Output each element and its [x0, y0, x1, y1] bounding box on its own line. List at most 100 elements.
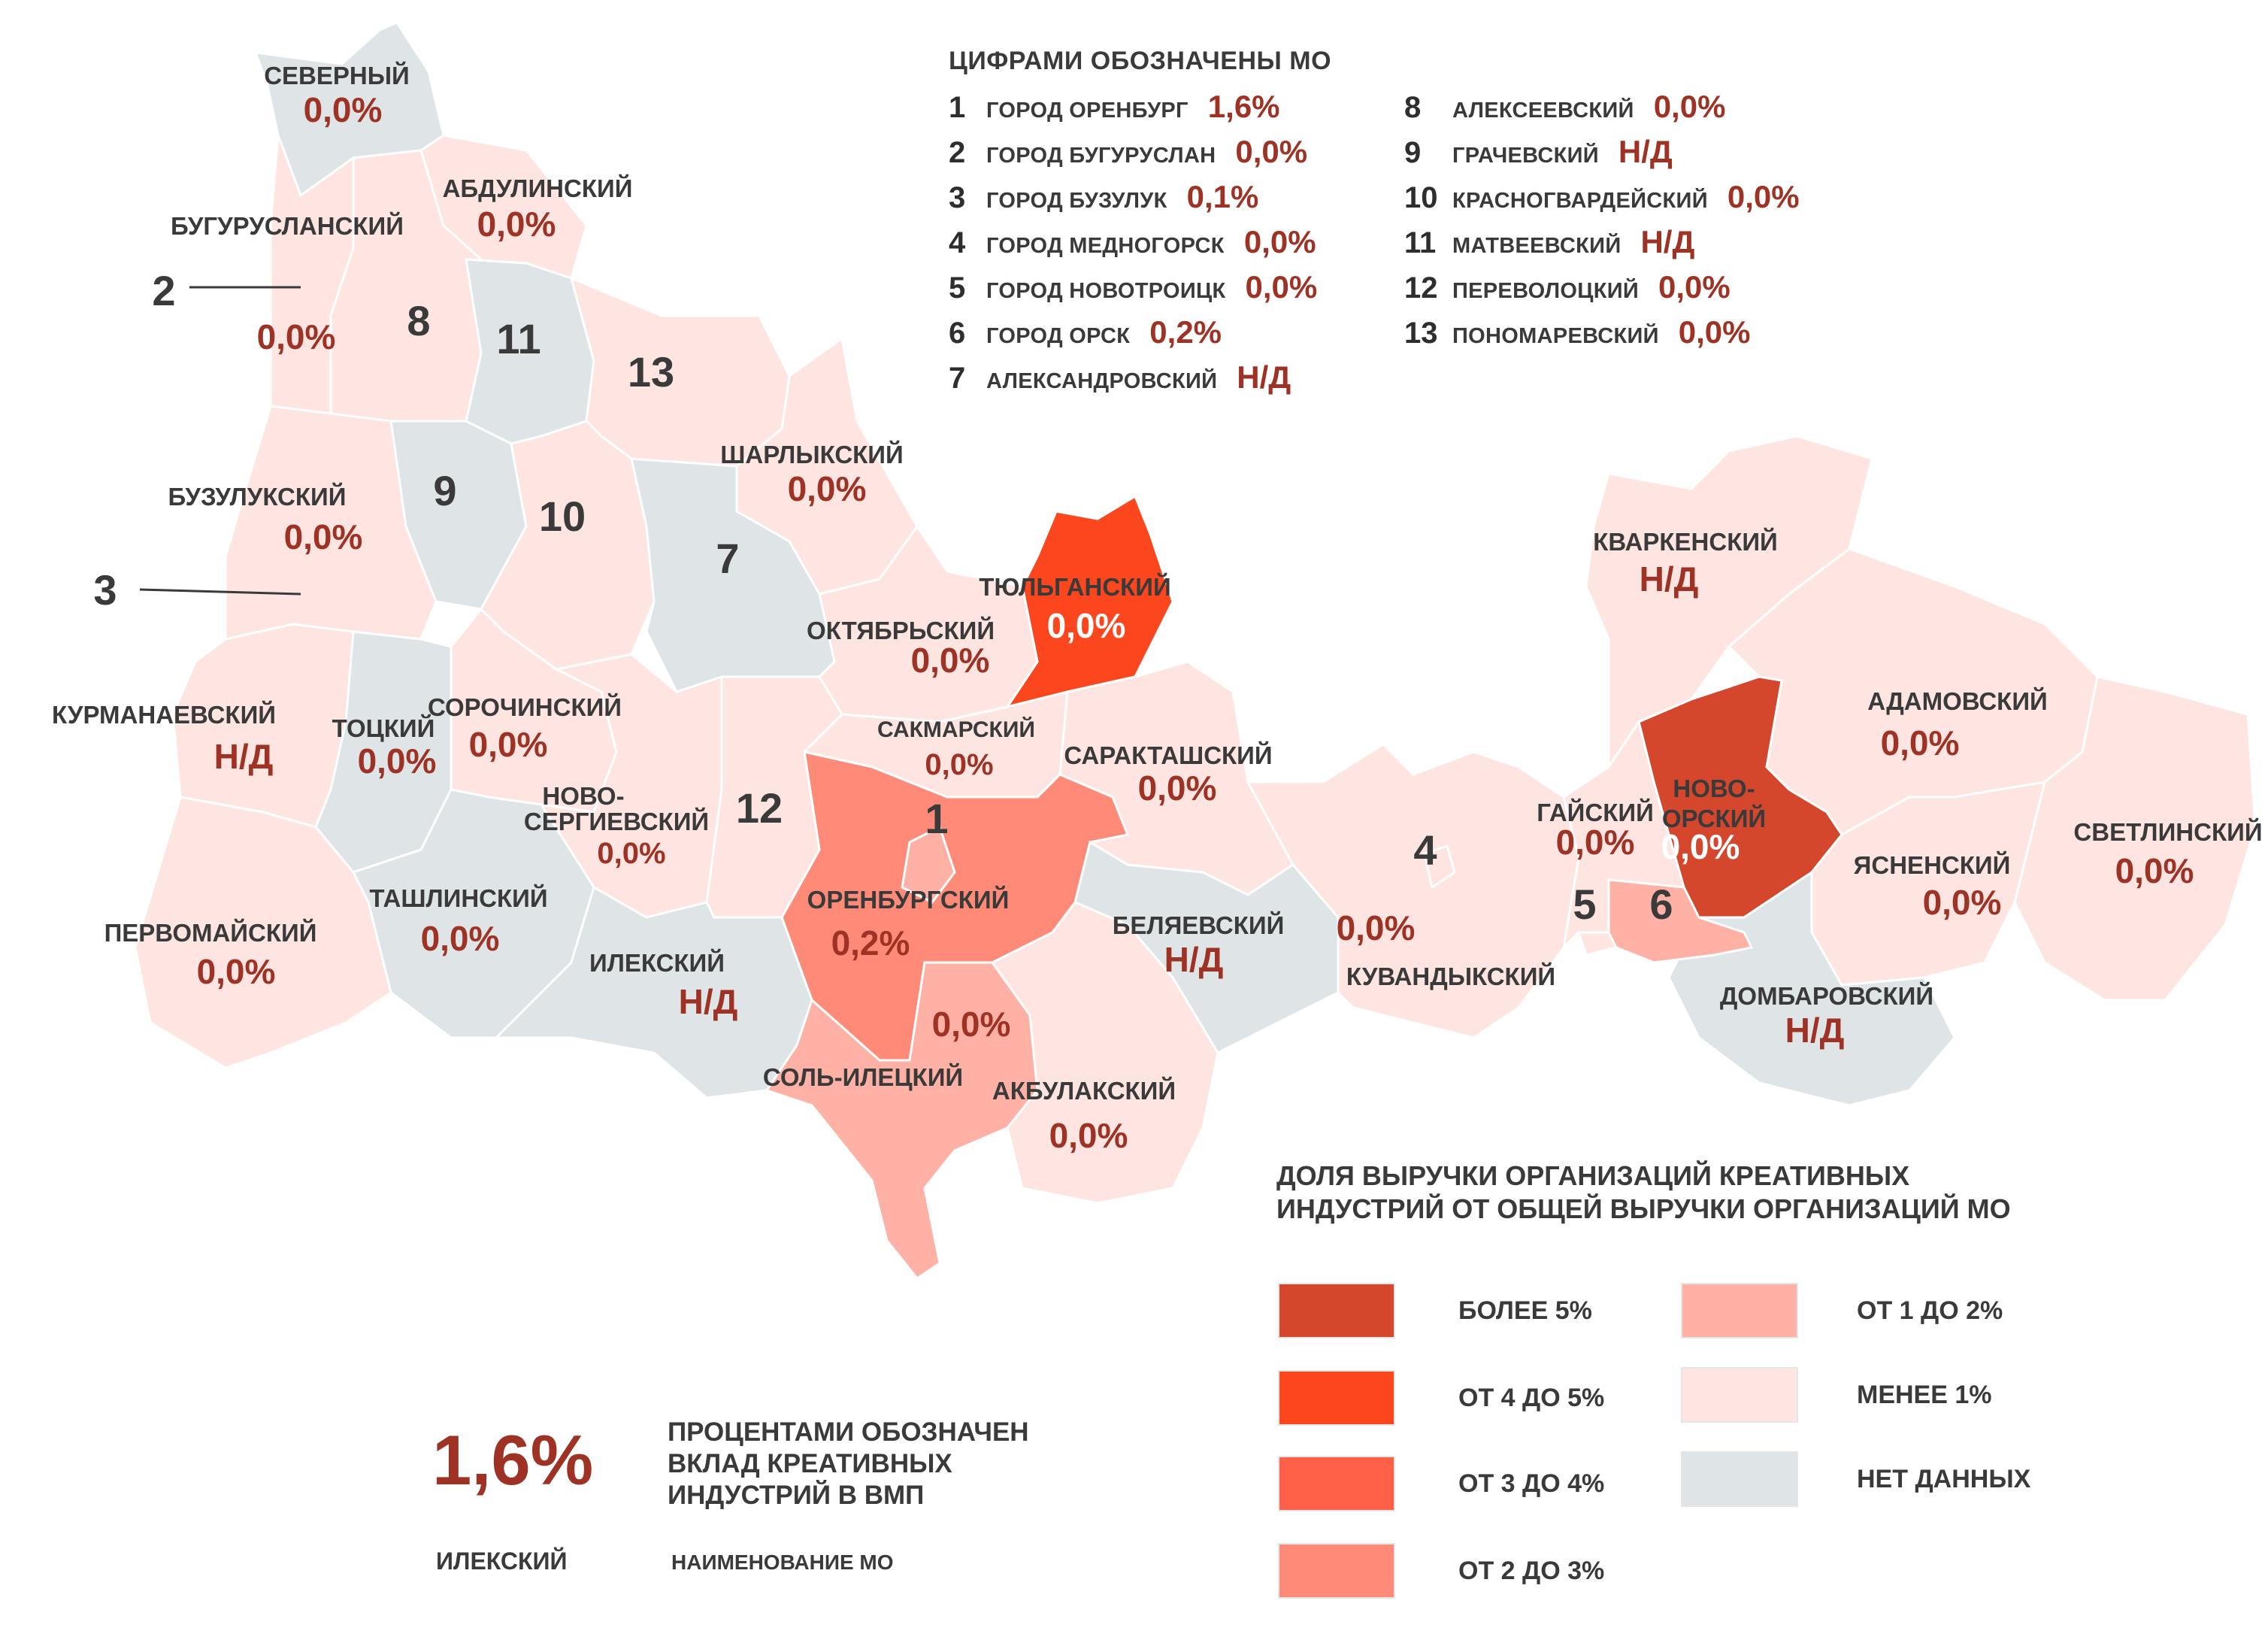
region-perevolotsky[interactable] — [705, 675, 843, 919]
list-item-name: ГОРОД НОВОТРОИЦК — [986, 279, 1226, 303]
callout-leader-line-3 — [139, 588, 301, 596]
list-item-name: ГОРОД БУЗУЛУК — [986, 189, 1167, 213]
list-title: ЦИФРАМИ ОБОЗНАЧЕНЫ МО — [949, 47, 1332, 75]
region-number-novotroitsk-city: 5 — [1573, 881, 1596, 928]
region-svetlinsky[interactable] — [2013, 675, 2257, 1002]
region-value-kvarkensky: Н/Д — [1640, 559, 1699, 599]
region-value-akbulaksky: 0,0% — [1049, 1116, 1128, 1155]
list-item-number: 13 — [1404, 317, 1438, 350]
list-item-number: 2 — [949, 136, 966, 169]
region-value-novosergievsky: 0,0% — [597, 837, 665, 870]
region-name-novoorsky-line1: НОВО- — [1673, 775, 1755, 802]
list-item-value: 0,0% — [1245, 269, 1318, 305]
region-value-dombarovsky: Н/Д — [1785, 1011, 1845, 1050]
region-number-orsk-city: 6 — [1649, 881, 1673, 928]
region-sol-iletsky[interactable] — [765, 961, 1039, 1281]
region-number-alekseevsky: 8 — [407, 297, 430, 344]
region-name-novoorsky-line2: ОРСКИЙ — [1662, 804, 1766, 832]
list-item-name: МАТВЕЕВСКИЙ — [1452, 234, 1622, 258]
region-name-sol-iletsky: СОЛЬ-ИЛЕЦКИЙ — [763, 1063, 963, 1091]
list-item-number: 4 — [949, 226, 966, 259]
region-name-tashlinsky: ТАШЛИНСКИЙ — [369, 884, 547, 912]
region-number-aleksandrovsky: 7 — [716, 535, 739, 582]
region-orenburg-city[interactable] — [901, 825, 956, 904]
legend-swatch-from-1-to-2 — [1681, 1283, 1798, 1338]
region-akbulaksky[interactable] — [990, 901, 1219, 1205]
region-kuvandyksky[interactable] — [1246, 743, 1580, 1039]
region-pervomaisky[interactable] — [134, 796, 392, 1069]
legend-label-more-5: БОЛЕЕ 5% — [1458, 1296, 1592, 1325]
region-shapes — [134, 21, 2257, 1281]
region-value-sorochinsky: 0,0% — [469, 725, 548, 764]
list-item-name: ГОРОД ОРЕНБУРГ — [986, 99, 1189, 123]
region-labels: СЕВЕРНЫЙ0,0%АБДУЛИНСКИЙ0,0%БУГУРУСЛАНСКИ… — [52, 61, 2263, 1155]
value-explanation: ПРОЦЕНТАМИ ОБОЗНАЧЕН ВКЛАД КРЕАТИВНЫХ ИН… — [668, 1417, 1029, 1510]
region-value-ileksky: Н/Д — [679, 982, 738, 1021]
region-value-kurmanaevsky: Н/Д — [214, 737, 274, 776]
legend-swatch-from-4-to-5 — [1278, 1370, 1395, 1426]
region-name-kurmanaevsky: КУРМАНАЕВСКИЙ — [52, 700, 276, 729]
region-name-pervomaisky: ПЕРВОМАЙСКИЙ — [104, 918, 317, 947]
list-item-value: 0,0% — [1653, 89, 1726, 124]
region-value-tashlinsky: 0,0% — [421, 919, 500, 958]
region-value-adamovsky: 0,0% — [1881, 723, 1960, 762]
legend-label-no-data: НЕТ ДАННЫХ — [1857, 1465, 2031, 1493]
list-item-name: ГОРОД ОРСК — [986, 324, 1131, 348]
legend-swatch-from-3-to-4 — [1278, 1456, 1395, 1511]
region-name-buzuluksky: БУЗУЛУКСКИЙ — [168, 482, 347, 511]
region-name-dombarovsky: ДОМБАРОВСКИЙ — [1720, 981, 1933, 1010]
region-value-buzuluksky: 0,0% — [284, 517, 363, 556]
region-value-totsky: 0,0% — [358, 741, 437, 781]
region-value-gaisky: 0,0% — [1556, 823, 1635, 862]
list-item-name: ПЕРЕВОЛОЦКИЙ — [1452, 279, 1640, 303]
region-name-kuvandyksky: КУВАНДЫКСКИЙ — [1346, 962, 1555, 990]
region-name-orenburgsky: ОРЕНБУРГСКИЙ — [807, 885, 1010, 914]
callout-number-3: 3 — [93, 566, 117, 614]
list-item-value: 0,0% — [1243, 224, 1316, 259]
list-item-number: 1 — [949, 91, 966, 124]
region-name-sakmarsky: САКМАРСКИЙ — [877, 717, 1035, 742]
list-item-value: 0,0% — [1727, 179, 1800, 214]
region-name-totsky: ТОЦКИЙ — [332, 714, 435, 742]
region-name-novosergievsky-line1: НОВО- — [542, 782, 624, 810]
region-name-tyulgansky: ТЮЛЬГАНСКИЙ — [979, 572, 1171, 601]
legend-label-from-1-to-2: ОТ 1 ДО 2% — [1857, 1296, 2003, 1325]
list-item-value: Н/Д — [1640, 224, 1695, 259]
list-item-name: АЛЕКСАНДРОВСКИЙ — [986, 369, 1218, 393]
legend-label-from-2-to-3: ОТ 2 ДО 3% — [1458, 1557, 1605, 1585]
legend-label-from-3-to-4: ОТ 3 ДО 4% — [1458, 1469, 1605, 1498]
list-item-value: 0,0% — [1658, 269, 1731, 305]
list-item-number: 3 — [949, 181, 966, 214]
region-mednogorsk-city[interactable] — [1423, 844, 1456, 890]
callout-number-2: 2 — [152, 267, 175, 314]
list-item-number: 10 — [1404, 181, 1438, 214]
region-value-pervomaisky: 0,0% — [197, 952, 276, 991]
list-item-number: 7 — [949, 362, 966, 395]
region-value-belyaevsky: Н/Д — [1164, 940, 1224, 979]
region-number-perevolotsky: 12 — [736, 784, 783, 832]
region-value-oktyabrsky: 0,0% — [911, 641, 990, 680]
region-name-sorochinsky: СОРОЧИНСКИЙ — [428, 693, 622, 721]
region-number-krasnogvardeysky: 10 — [539, 493, 586, 540]
region-value-yasnensky: 0,0% — [1923, 883, 2002, 922]
region-name-severny: СЕВЕРНЫЙ — [264, 61, 410, 89]
region-name-belyaevsky: БЕЛЯЕВСКИЙ — [1113, 911, 1285, 939]
legend-swatch-more-5 — [1278, 1283, 1395, 1338]
region-value-orenburgsky: 0,2% — [831, 923, 910, 963]
region-number-orenburg-city: 1 — [925, 795, 948, 842]
region-value-sharlyksky: 0,0% — [788, 469, 867, 508]
region-orsk-city[interactable] — [1607, 878, 1754, 964]
legend-swatch-from-2-to-3 — [1278, 1543, 1395, 1599]
list-item-number: 6 — [949, 317, 966, 350]
region-value-buguruslansky: 0,0% — [257, 317, 336, 356]
